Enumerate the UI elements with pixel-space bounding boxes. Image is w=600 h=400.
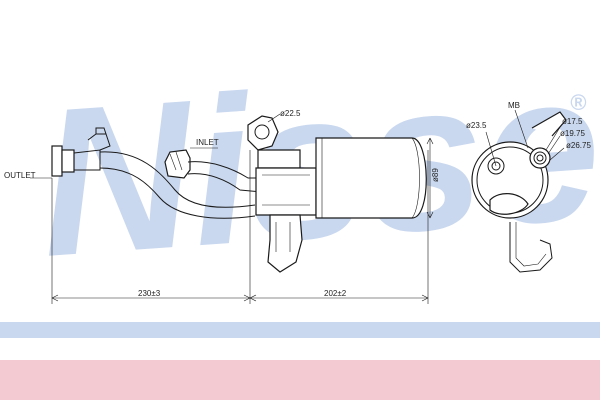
end-diameter-a-label: ø23.5 [466,121,487,130]
body-diameter-label: ø89 [431,168,440,182]
end-diameter-b-label: ø17.5 [562,117,583,126]
mb-label: MB [508,101,520,110]
outlet-tube-lower [99,167,256,219]
inlet-fitting [164,149,191,179]
end-view [471,111,567,273]
inlet-tube [187,161,262,179]
inlet-label: INLET [196,138,219,147]
end-diameter-c-label: ø19.75 [560,129,585,138]
dimension-lines [30,109,565,304]
outlet-tube [99,151,256,208]
mounting-bracket [247,115,317,273]
watermark-registered-mark: ® [570,90,587,115]
pink-band [0,360,600,400]
outlet-label: OUTLET [4,171,36,180]
outlet-fitting [51,127,111,177]
inlet-tube-lower [187,173,263,193]
length-right-label: 202±2 [324,289,347,298]
end-diameter-d-label: ø26.75 [566,141,591,150]
length-left-label: 230±3 [138,289,161,298]
inlet-port-diameter-label: ø22.5 [280,109,301,118]
blue-band [0,322,600,338]
drier-body [315,137,427,219]
